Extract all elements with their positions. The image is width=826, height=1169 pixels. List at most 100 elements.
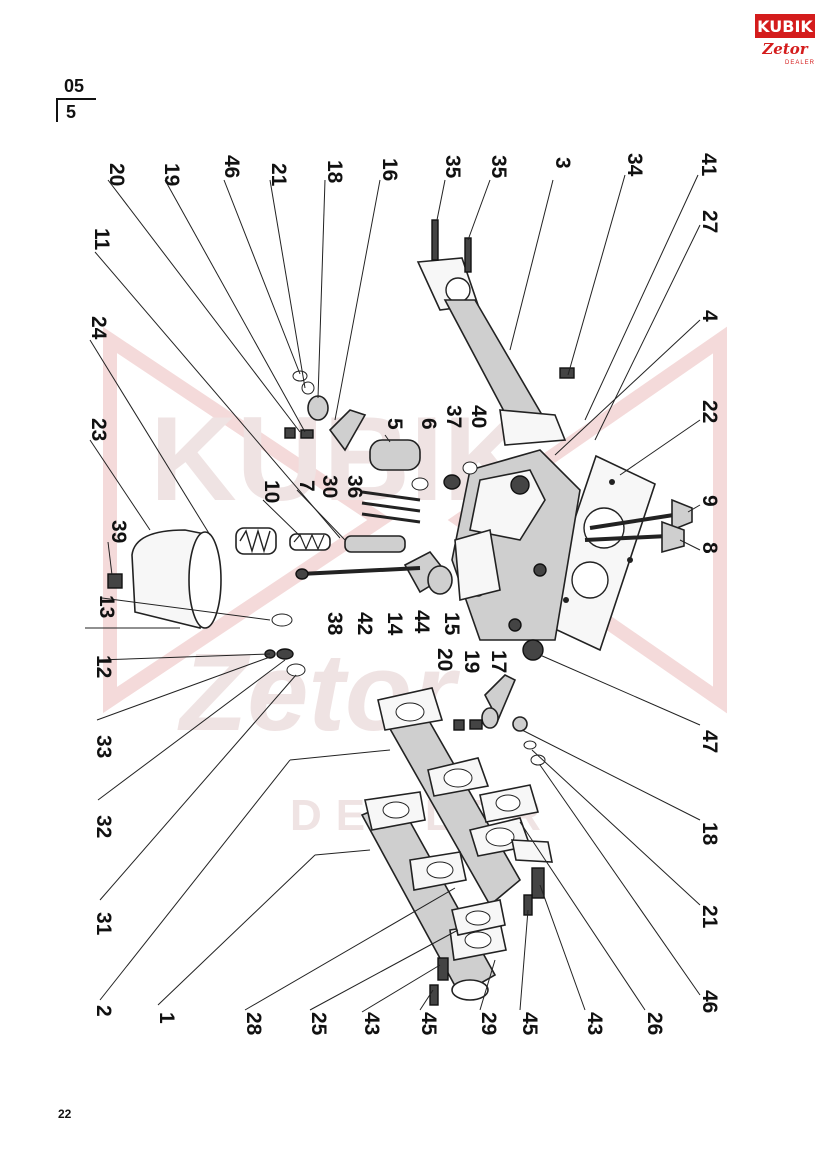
callout-5: 5 [383, 418, 406, 430]
rocker-arm-15 [403, 550, 453, 595]
intake-manifold-1 [360, 791, 507, 1001]
callout-46: 46 [220, 155, 243, 178]
stud-bolt-35b [464, 237, 472, 273]
callout-3: 3 [551, 157, 574, 169]
callout-18: 18 [323, 160, 346, 184]
push-rod-36a [361, 490, 421, 502]
callout-19: 19 [160, 163, 183, 186]
parts [107, 219, 693, 1006]
callout-30: 30 [318, 475, 341, 498]
callout-45a: 45 [417, 1012, 440, 1036]
nut-37 [443, 474, 461, 490]
washer-13 [271, 613, 293, 627]
callout-9: 9 [698, 495, 721, 507]
callout-24: 24 [87, 316, 110, 340]
valve-9 [589, 498, 693, 532]
callout-14: 14 [383, 612, 406, 636]
callout-28: 28 [242, 1012, 265, 1036]
callout-46b: 46 [698, 990, 721, 1013]
valve-cover-23 [131, 529, 222, 629]
valve-spring-11 [235, 527, 277, 555]
leader-lines [85, 174, 701, 1013]
logo-brand-text: KUBIK [757, 17, 813, 36]
callout-18b: 18 [698, 822, 721, 846]
section-divider [56, 98, 96, 100]
callout-29: 29 [477, 1012, 500, 1035]
callout-34: 34 [623, 153, 646, 177]
callout-27: 27 [698, 210, 721, 233]
nut-38 [295, 568, 309, 580]
callout-7: 7 [295, 480, 318, 492]
callout-38: 38 [323, 612, 346, 636]
callout-1: 1 [155, 1012, 178, 1024]
screw-19b [469, 719, 483, 730]
washer-40 [462, 461, 478, 475]
kubik-zetor-logo: KUBIK Zetor DEALER [755, 14, 815, 72]
watermark-k-shape [103, 326, 393, 714]
page-number: 22 [58, 1107, 72, 1121]
callout-19b: 19 [460, 650, 483, 673]
callout-32: 32 [92, 815, 115, 838]
seal-6 [411, 477, 429, 491]
section-bracket [56, 98, 58, 122]
section-number: 05 5 [56, 74, 96, 124]
callout-37: 37 [442, 405, 465, 428]
callout-47: 47 [698, 730, 721, 753]
callout-13: 13 [95, 595, 118, 618]
screw-19a [300, 429, 314, 439]
section-main-number: 05 [64, 76, 85, 96]
nut-20b [453, 719, 465, 731]
washer-31 [286, 663, 306, 677]
logo-zetor-text: Zetor [762, 40, 808, 58]
watermark: KUBIK Zetor DEALER [103, 326, 727, 840]
callout-41: 41 [697, 153, 720, 177]
callout-43b: 43 [583, 1012, 606, 1035]
rocker-shaft-14 [299, 566, 421, 576]
clamp-plate [511, 839, 553, 863]
callout-15: 15 [440, 612, 463, 636]
callout-12: 12 [92, 655, 115, 678]
callout-39: 39 [107, 520, 130, 543]
manifold-gasket-25 [451, 899, 506, 936]
logo-dealer-text: DEALER [784, 60, 815, 66]
callout-10: 10 [260, 480, 283, 503]
rocker-shaft-7 [344, 535, 406, 553]
nut-39 [107, 573, 123, 589]
callout-44: 44 [410, 610, 433, 634]
callout-23: 23 [87, 418, 110, 441]
callout-6: 6 [417, 418, 440, 430]
callout-25: 25 [307, 1012, 330, 1036]
callout-43a: 43 [360, 1012, 383, 1035]
callout-20b: 20 [433, 648, 456, 671]
bolt-43a [437, 957, 449, 981]
valve-spring-10 [289, 533, 331, 551]
callout-45b: 45 [518, 1012, 541, 1036]
callout-40: 40 [467, 405, 490, 428]
cylinder-head [451, 449, 581, 641]
ball-18b [512, 716, 528, 732]
callout-16: 16 [378, 158, 401, 181]
rocker-arm-17 [481, 674, 517, 729]
washer-32 [276, 648, 294, 660]
logo-red-banner [755, 14, 815, 38]
callout-33: 33 [92, 735, 115, 758]
callout-11: 11 [90, 228, 113, 251]
section-sub-number: 5 [66, 102, 77, 122]
valve-8 [584, 520, 685, 554]
callout-42: 42 [353, 612, 376, 635]
callout-26: 26 [643, 1012, 666, 1035]
push-rod-36c [361, 512, 421, 524]
callout-8: 8 [698, 542, 721, 554]
callout-35a: 35 [441, 155, 464, 179]
bolt-43b [531, 867, 545, 899]
callout-4: 4 [698, 310, 721, 322]
manifold-gasket-26 [479, 784, 540, 823]
callout-21: 21 [267, 163, 290, 187]
callout-numbers: 20 19 46 21 18 16 35 35 3 34 41 11 27 24… [87, 153, 721, 1036]
callout-35b: 35 [487, 155, 510, 179]
stud-bolt-35a [431, 219, 439, 261]
bolt-34 [559, 367, 575, 379]
push-rod-36b [361, 501, 421, 513]
callout-20: 20 [105, 163, 128, 186]
